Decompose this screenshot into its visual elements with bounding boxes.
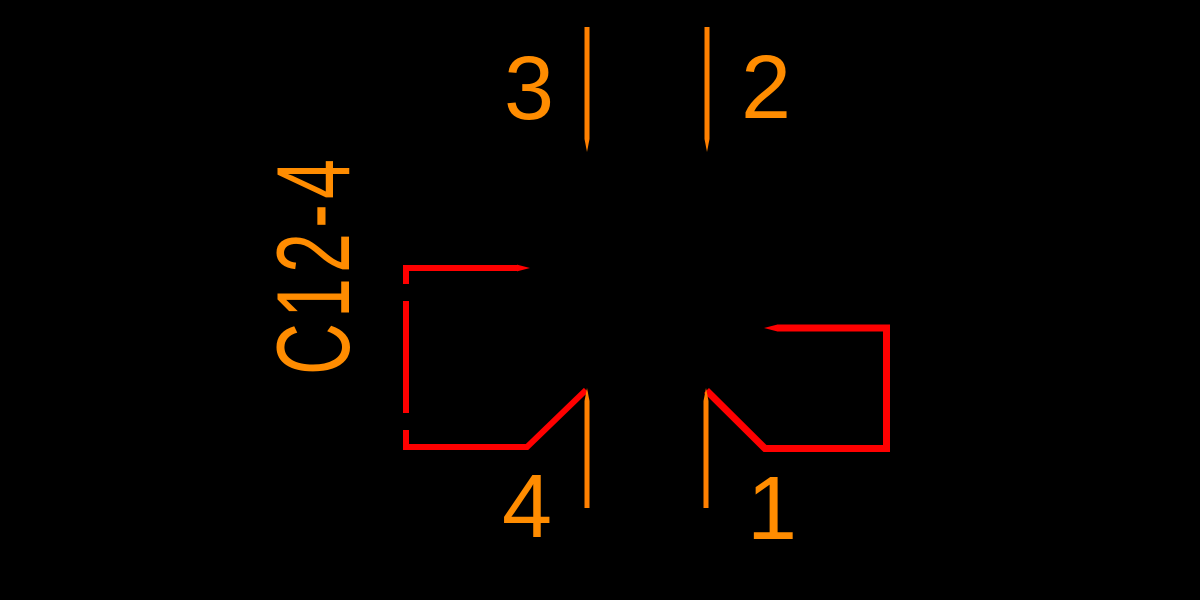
pin-4[interactable] <box>584 388 590 508</box>
pin-4-tip <box>584 388 590 401</box>
pin-1[interactable] <box>703 388 709 508</box>
pin-2-tip <box>704 139 710 152</box>
net-wire-right[interactable] <box>704 324 890 452</box>
reference-designator-label[interactable]: C12-4 <box>256 154 372 375</box>
net-wire-left[interactable] <box>403 264 589 450</box>
pin-4-number-label[interactable]: 4 <box>502 457 552 557</box>
net-wire-left-bottom-segment <box>403 387 589 450</box>
net-wire-left-tapered-end <box>517 264 530 272</box>
net-wire-right-tapered-end <box>764 324 778 332</box>
pin-1-number-label[interactable]: 1 <box>747 459 797 559</box>
pin-3-number-label[interactable]: 3 <box>504 39 554 139</box>
pin-1-tip <box>703 388 709 401</box>
pin-3-tip <box>584 139 590 152</box>
pin-2-number-label[interactable]: 2 <box>741 38 791 138</box>
net-wire-right-path <box>704 324 890 452</box>
pin-2[interactable] <box>704 27 710 152</box>
pin-3[interactable] <box>584 27 590 152</box>
